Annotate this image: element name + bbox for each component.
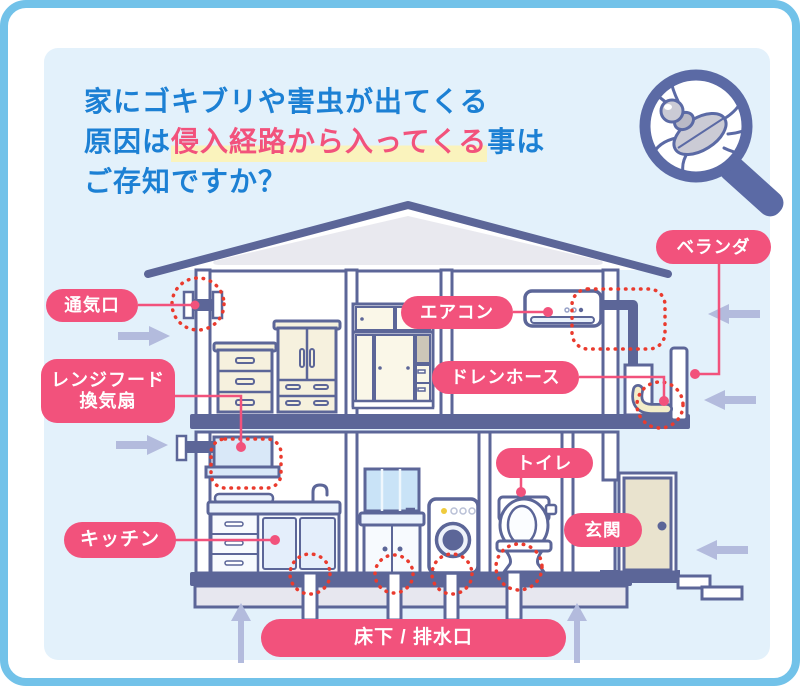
label-drain-hose: ドレンホース — [432, 361, 579, 394]
aircon-unit — [523, 289, 603, 328]
title-line3: ご存知ですか？ — [84, 166, 288, 197]
washing-machine — [427, 497, 480, 575]
airflow-arrows — [116, 304, 760, 663]
drain-pipes — [301, 570, 523, 622]
label-underfloor-drain: 床下 / 排水口 — [261, 619, 566, 657]
aircon-pipe — [596, 300, 638, 372]
title-line1: 家にゴキブリや害虫が出てくる — [84, 86, 489, 117]
label-entrance: 玄関 — [564, 513, 642, 547]
drain-hose — [631, 384, 673, 415]
label-toilet: トイレ — [496, 448, 593, 478]
roof — [144, 201, 672, 278]
magnifier-cockroach-icon — [639, 69, 784, 217]
entrance-steps — [676, 574, 744, 601]
title-highlight: 侵入経路から入ってくる — [171, 126, 488, 162]
second-floor-slab — [190, 414, 690, 429]
connector-dots — [190, 300, 700, 545]
wardrobe — [272, 319, 342, 414]
toilet — [495, 495, 558, 574]
label-vent: 通気口 — [46, 289, 138, 322]
label-kitchen: キッチン — [64, 522, 176, 558]
label-veranda: ベランダ — [656, 230, 771, 264]
label-range-hood: レンジフード 換気扇 — [41, 359, 175, 423]
entry-point-highlights — [170, 276, 685, 596]
range-hood-fan — [175, 434, 281, 479]
closet — [351, 302, 435, 410]
title-line2: 原因は侵入経路から入ってくる事は — [84, 122, 604, 162]
chest-of-drawers — [212, 341, 278, 414]
washbasin — [358, 467, 426, 575]
label-aircon: エアコン — [401, 296, 513, 329]
foundation — [193, 584, 629, 609]
page-title: 家にゴキブリや害虫が出てくる 原因は侵入経路から入ってくる事は ご存知ですか？ — [84, 82, 604, 202]
